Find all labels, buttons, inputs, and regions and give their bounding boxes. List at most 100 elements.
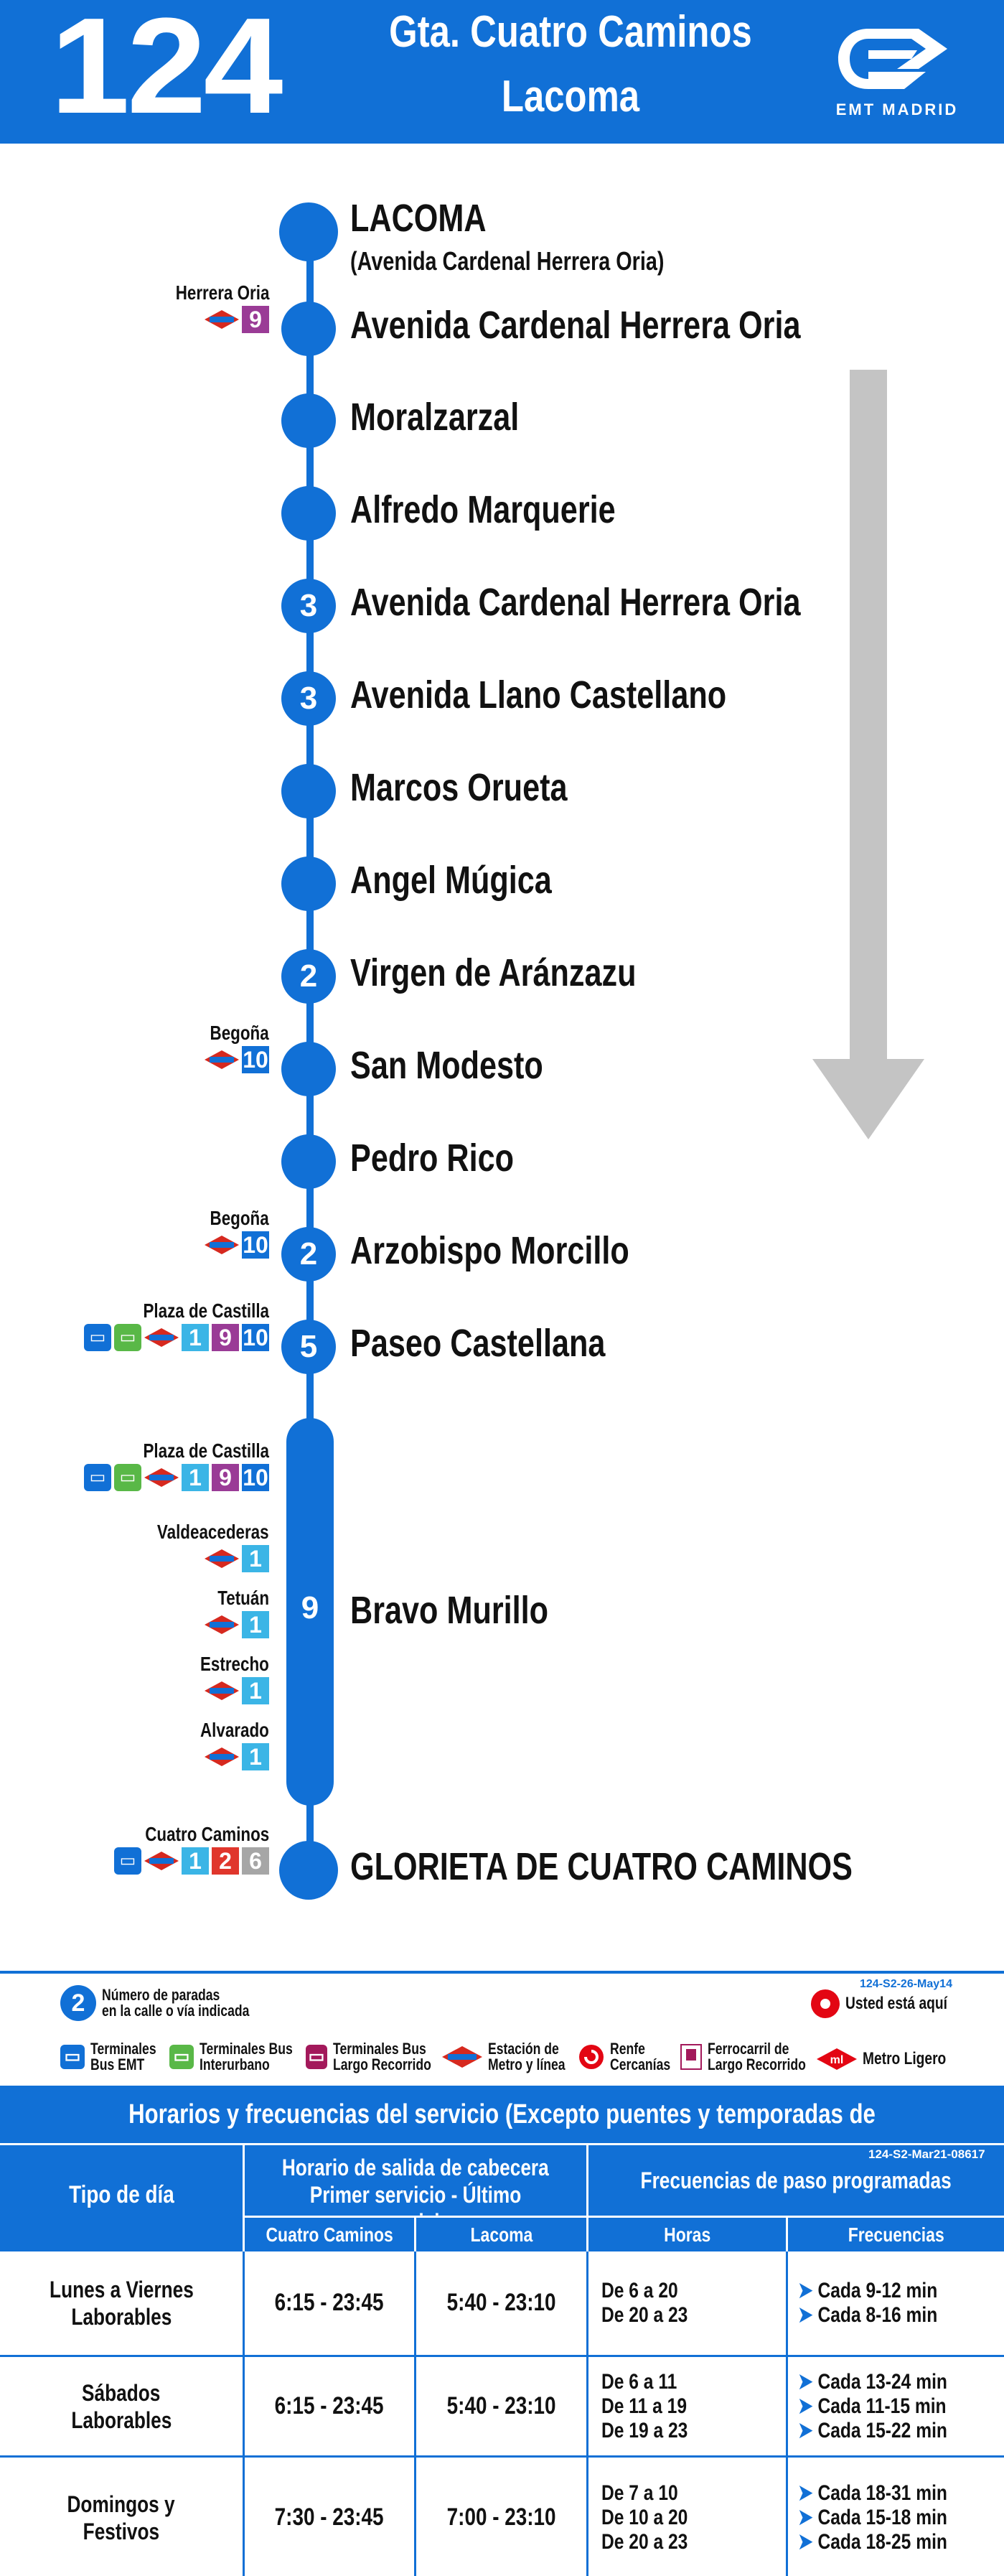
legend-text: Estación de [488, 2040, 559, 2058]
train-icon [680, 2044, 702, 2070]
frequency-item: ➤ Cada 15-22 min [798, 2419, 947, 2443]
connection-station: Begoña [210, 1022, 269, 1044]
metro-line-badge: 9 [242, 306, 269, 333]
arrow-icon: ➤ [798, 2418, 818, 2442]
stop-name: Avenida Llano Castellano [350, 673, 727, 717]
metro-line-badge: 2 [212, 1847, 239, 1875]
stop-name: San Modesto [350, 1044, 543, 1087]
bus-interurbano-icon: ▭ [114, 1464, 141, 1491]
legend-metro-ligero: ml Metro Ligero [817, 2048, 967, 2070]
route-header: 124 Gta. Cuatro Caminos Lacoma EMT MADRI… [0, 0, 1004, 144]
row-cuatro-caminos: 6:15 - 23:45 [245, 2289, 414, 2317]
subheader-lacoma-text: Lacoma [470, 2223, 533, 2246]
hora-range: De 20 a 23 [601, 2530, 688, 2554]
stop-dot [281, 393, 336, 448]
stop-dot [281, 1134, 336, 1189]
frequency-text: Cada 11-15 min [817, 2394, 947, 2418]
legend-you-are-here: Usted está aquí [811, 1989, 972, 2018]
bus-interurbano-icon: ▭ [114, 1324, 141, 1351]
stop-count: 9 [301, 1590, 319, 1625]
row-lacoma: 5:40 - 23:10 [416, 2289, 586, 2317]
stop-marker: 2 [281, 1227, 339, 1284]
metro-ligero-icon: ml [817, 2048, 857, 2070]
frequency-item: ➤ Cada 11-15 min [798, 2394, 947, 2419]
metro-line-badge: 1 [182, 1324, 209, 1351]
stop-name: Angel Múgica [350, 859, 552, 902]
frequency-text: Cada 9-12 min [817, 2279, 938, 2302]
count-badge: 2 [60, 1985, 96, 2021]
legend-text: Terminales Bus [200, 2040, 293, 2058]
frequency-item: ➤ Cada 8-16 min [798, 2303, 937, 2328]
frequency-text: Cada 8-16 min [817, 2303, 938, 2327]
stop-marker [281, 393, 339, 451]
stop-name: Paseo Castellana [350, 1322, 606, 1365]
frequency-text: Cada 18-25 min [817, 2530, 947, 2554]
stop-dot [281, 1042, 336, 1096]
stop-marker: 5 [281, 1320, 339, 1377]
legend-text: Terminales Bus [333, 2040, 426, 2058]
metro-icon [144, 1328, 179, 1347]
lacoma-time: 7:00 - 23:10 [446, 2503, 556, 2531]
connection-station: Estrecho [200, 1653, 269, 1675]
connection-station: Cuatro Caminos [145, 1823, 269, 1845]
metro-line-badge: 10 [242, 1324, 269, 1351]
header-frecuencias: Frecuencias de paso programadas [588, 2145, 1004, 2216]
schedule-title: Horarios y frecuencias del servicio (Exc… [0, 2086, 1004, 2187]
stop-name: Pedro Rico [350, 1137, 515, 1180]
metro-line-badge: 10 [242, 1046, 269, 1073]
metro-line-badge: 1 [242, 1743, 269, 1770]
subheader-frecuencias: Frecuencias [788, 2218, 1004, 2251]
header-freq-text: Frecuencias de paso programadas [640, 2167, 952, 2193]
frequency-item: ➤ Cada 13-24 min [798, 2370, 947, 2394]
bus-emt-icon: ▭ [60, 2045, 85, 2069]
hora-range: De 19 a 23 [601, 2418, 688, 2442]
legend-count-text-2: en la calle o vía indicada [102, 2002, 250, 2020]
stop-marker [279, 1841, 339, 1900]
header-tipo: Tipo de día [0, 2145, 243, 2251]
metro-icon [205, 1681, 239, 1700]
frequency-text: Cada 13-24 min [817, 2369, 947, 2394]
cuatro-time: 6:15 - 23:45 [275, 2391, 384, 2419]
frequency-item: ➤ Cada 9-12 min [798, 2279, 937, 2303]
stop-name: Arzobispo Morcillo [350, 1229, 629, 1272]
arrow-icon: ➤ [798, 2481, 818, 2505]
stop-name: Marcos Orueta [350, 766, 568, 809]
stop-dot: 3 [281, 579, 336, 633]
metro-icon [205, 1747, 239, 1766]
table-code: 124-S2-Mar21-08617 [868, 2147, 985, 2161]
hora-range: De 20 a 23 [601, 2303, 688, 2327]
subheader-lacoma: Lacoma [416, 2218, 586, 2251]
connection-station: Begoña [210, 1207, 269, 1229]
route-destinations: Gta. Cuatro Caminos Lacoma [356, 0, 786, 129]
stop-marker [281, 764, 339, 821]
frequency-text: Cada 15-18 min [817, 2506, 947, 2529]
stop-dot [279, 1841, 338, 1900]
row-cuatro-caminos: 7:30 - 23:45 [245, 2503, 414, 2531]
metro-icon [205, 1236, 239, 1254]
stop-marker [281, 1042, 339, 1099]
hora-range: De 6 a 20 [601, 2279, 678, 2302]
connection-station: Tetuán [217, 1587, 269, 1609]
metro-icon [144, 1852, 179, 1870]
row-lacoma: 5:40 - 23:10 [416, 2392, 586, 2420]
stop-dot: 2 [281, 1227, 336, 1282]
row-lacoma: 7:00 - 23:10 [416, 2503, 586, 2531]
subheader-cuatro-text: Cuatro Caminos [266, 2223, 393, 2246]
destination-line-1: Gta. Cuatro Caminos [389, 7, 752, 57]
metro-icon [442, 2046, 482, 2068]
tipo-line2: Laborables [71, 2304, 172, 2330]
metro-line-badge: 10 [242, 1464, 269, 1491]
stop-dot: 5 [281, 1320, 336, 1374]
stop-dot [281, 486, 336, 541]
stop-dot [279, 202, 338, 261]
